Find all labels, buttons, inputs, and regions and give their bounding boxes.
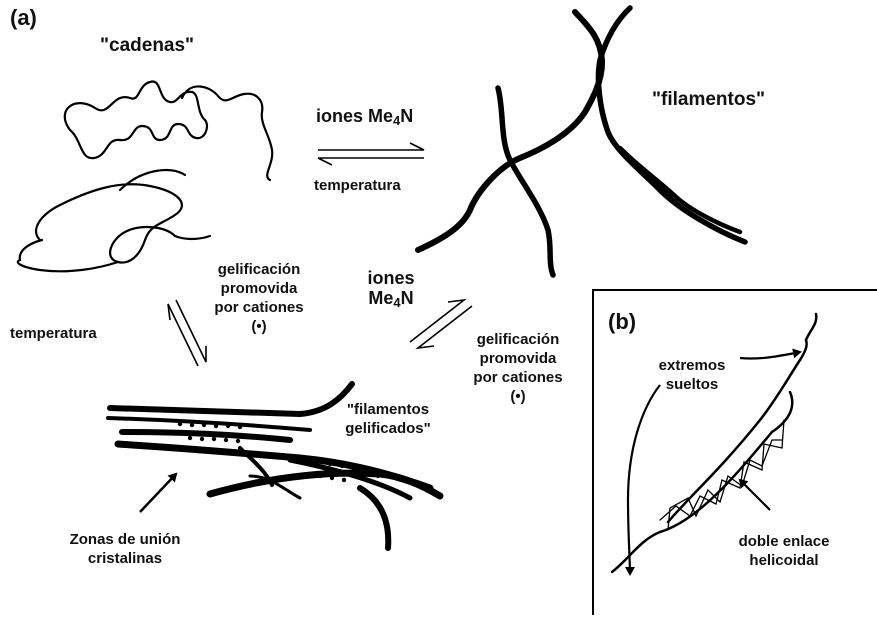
right-eq-forward: gelificación promovida por cationes (•) [452,330,584,406]
extremos-label: extremos sueltos [646,356,738,394]
left-eq-forward-line-4: (•) [198,317,320,336]
zonas-pointer-arrow [140,474,176,512]
right-eq-reagent-line-2: Me4N [356,288,426,313]
cadenas-chains [18,82,272,272]
right-eq-reagent: iones Me4N [356,268,426,313]
panel-a-letter: (a) [10,8,37,28]
right-eq-forward-line-4: (•) [452,387,584,406]
right-eq-forward-line-3: por cationes [452,368,584,387]
right-eq-forward-line-2: promovida [452,349,584,368]
zonas-label: Zonas de unión cristalinas [40,530,210,568]
gelled-label-line-2: gelificados" [328,419,448,438]
right-eq-reagent-line-1: iones [356,268,426,288]
doble-label: doble enlace helicoidal [722,532,846,570]
left-eq-forward-line-2: promovida [198,279,320,298]
equilibrium-arrow-top [318,143,424,165]
cadenas-label: "cadenas" [100,36,194,56]
left-eq-forward-line-3: por cationes [198,298,320,317]
zonas-label-line-1: Zonas de unión [40,530,210,549]
zonas-label-line-2: cristalinas [40,549,210,568]
doble-label-line-2: helicoidal [722,551,846,570]
extremos-label-line-2: sueltos [646,375,738,394]
filamentos-label: "filamentos" [652,90,765,110]
top-eq-reagent: iones Me4N [316,106,413,131]
right-eq-forward-line-1: gelificación [452,330,584,349]
gelled-label-line-1: "filamentos [328,400,448,419]
filamentos-strands [418,8,745,275]
panel-b-letter: (b) [608,312,636,332]
top-eq-reverse: temperatura [314,176,401,195]
left-eq-reverse: temperatura [10,324,97,343]
gelled-label: "filamentos gelificados" [328,400,448,438]
doble-label-line-1: doble enlace [722,532,846,551]
extremos-label-line-1: extremos [646,356,738,375]
left-eq-forward-line-1: gelificación [198,260,320,279]
left-eq-forward: gelificación promovida por cationes (•) [198,260,320,336]
